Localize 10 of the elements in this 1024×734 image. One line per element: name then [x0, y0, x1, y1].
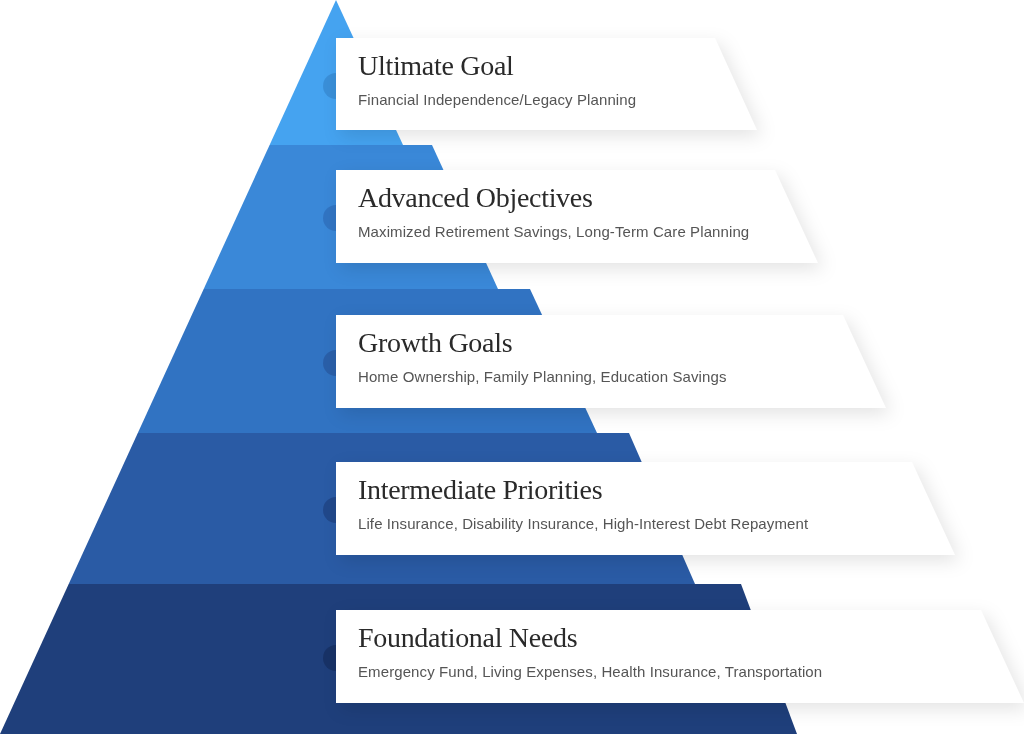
- tier-heading: Advanced Objectives: [358, 182, 593, 214]
- tier-heading: Growth Goals: [358, 327, 513, 359]
- tier-description: Financial Independence/Legacy Planning: [358, 91, 637, 109]
- tier-description: Maximized Retirement Savings, Long-Term Care Planning: [358, 223, 750, 241]
- tier-description: Life Insurance, Disability Insurance, High-Interest Debt Repayment: [358, 515, 809, 533]
- tier-heading: Ultimate Goal: [358, 50, 514, 82]
- tier-description: Emergency Fund, Living Expenses, Health Insurance, Transportation: [358, 663, 823, 681]
- tier-heading: Intermediate Priorities: [358, 474, 603, 506]
- tier-description: Home Ownership, Family Planning, Education Savings: [358, 368, 727, 386]
- tier-heading: Foundational Needs: [358, 622, 578, 654]
